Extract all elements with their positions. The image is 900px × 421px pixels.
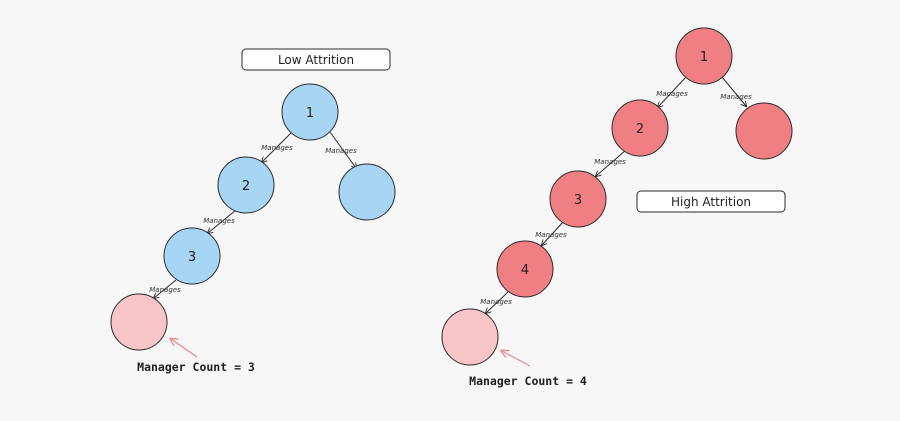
high-attrition-panel: High Attrition Manages Manages Manages M… <box>441 27 793 388</box>
high-edge-4-leaf <box>486 291 509 313</box>
high-edge-label-1-2: Manages <box>656 90 688 98</box>
low-edge-2-3 <box>208 209 237 233</box>
high-node-4-label: 4 <box>521 263 529 278</box>
low-node-3: 3 <box>163 227 221 285</box>
low-node-2-label: 2 <box>242 179 250 194</box>
high-edge-labels: Manages Manages Manages Manages Manages <box>480 90 752 306</box>
low-edge-3-leaf <box>154 279 177 298</box>
high-edge-3-4 <box>542 220 565 245</box>
low-node-1-label: 1 <box>306 106 314 121</box>
high-edge-label-2-3: Manages <box>594 158 626 166</box>
high-edge-label-4-leaf: Manages <box>480 298 512 306</box>
low-edge-label-1-2: Manages <box>261 144 293 152</box>
high-node-1: 1 <box>675 27 733 85</box>
high-node-2-label: 2 <box>636 122 644 137</box>
low-attrition-panel: Low Attrition Manages Manages Manages Ma… <box>110 48 396 374</box>
high-node-extra <box>735 102 793 160</box>
high-node-4: 4 <box>496 240 554 298</box>
low-edge-1-extra <box>329 131 356 168</box>
low-edge-label-1-extra: Manages <box>325 147 357 155</box>
low-node-leaf <box>110 293 168 351</box>
high-edge-1-extra <box>721 76 746 106</box>
high-manager-count: Manager Count = 4 <box>469 374 587 388</box>
low-attrition-title-box: Low Attrition <box>241 48 391 71</box>
high-node-3: 3 <box>549 170 607 228</box>
high-edge-1-2 <box>658 76 687 107</box>
high-node-leaf <box>441 308 499 366</box>
low-edge-label-2-3: Manages <box>203 217 235 225</box>
high-edge-2-3 <box>596 149 627 176</box>
high-edge-label-1-extra: Manages <box>720 93 752 101</box>
high-edge-label-3-4: Manages <box>535 231 567 239</box>
high-node-2: 2 <box>611 99 669 157</box>
low-manager-count: Manager Count = 3 <box>137 360 255 374</box>
high-pointer-arrow-icon <box>502 351 531 367</box>
high-edges <box>486 76 746 313</box>
low-node-3-label: 3 <box>188 250 196 265</box>
low-attrition-title: Low Attrition <box>278 53 354 67</box>
low-pointer-arrow-icon <box>171 339 198 358</box>
high-attrition-title-box: High Attrition <box>636 190 786 213</box>
high-node-1-label: 1 <box>700 50 708 65</box>
low-edge-1-2 <box>262 131 293 162</box>
high-attrition-title: High Attrition <box>671 195 751 209</box>
low-edge-label-3-leaf: Manages <box>149 286 181 294</box>
low-edges <box>154 131 356 298</box>
low-node-2: 2 <box>217 156 275 214</box>
high-node-3-label: 3 <box>574 193 582 208</box>
low-node-extra <box>338 163 396 221</box>
low-node-1: 1 <box>281 83 339 141</box>
low-edge-labels: Manages Manages Manages Manages <box>149 144 357 294</box>
